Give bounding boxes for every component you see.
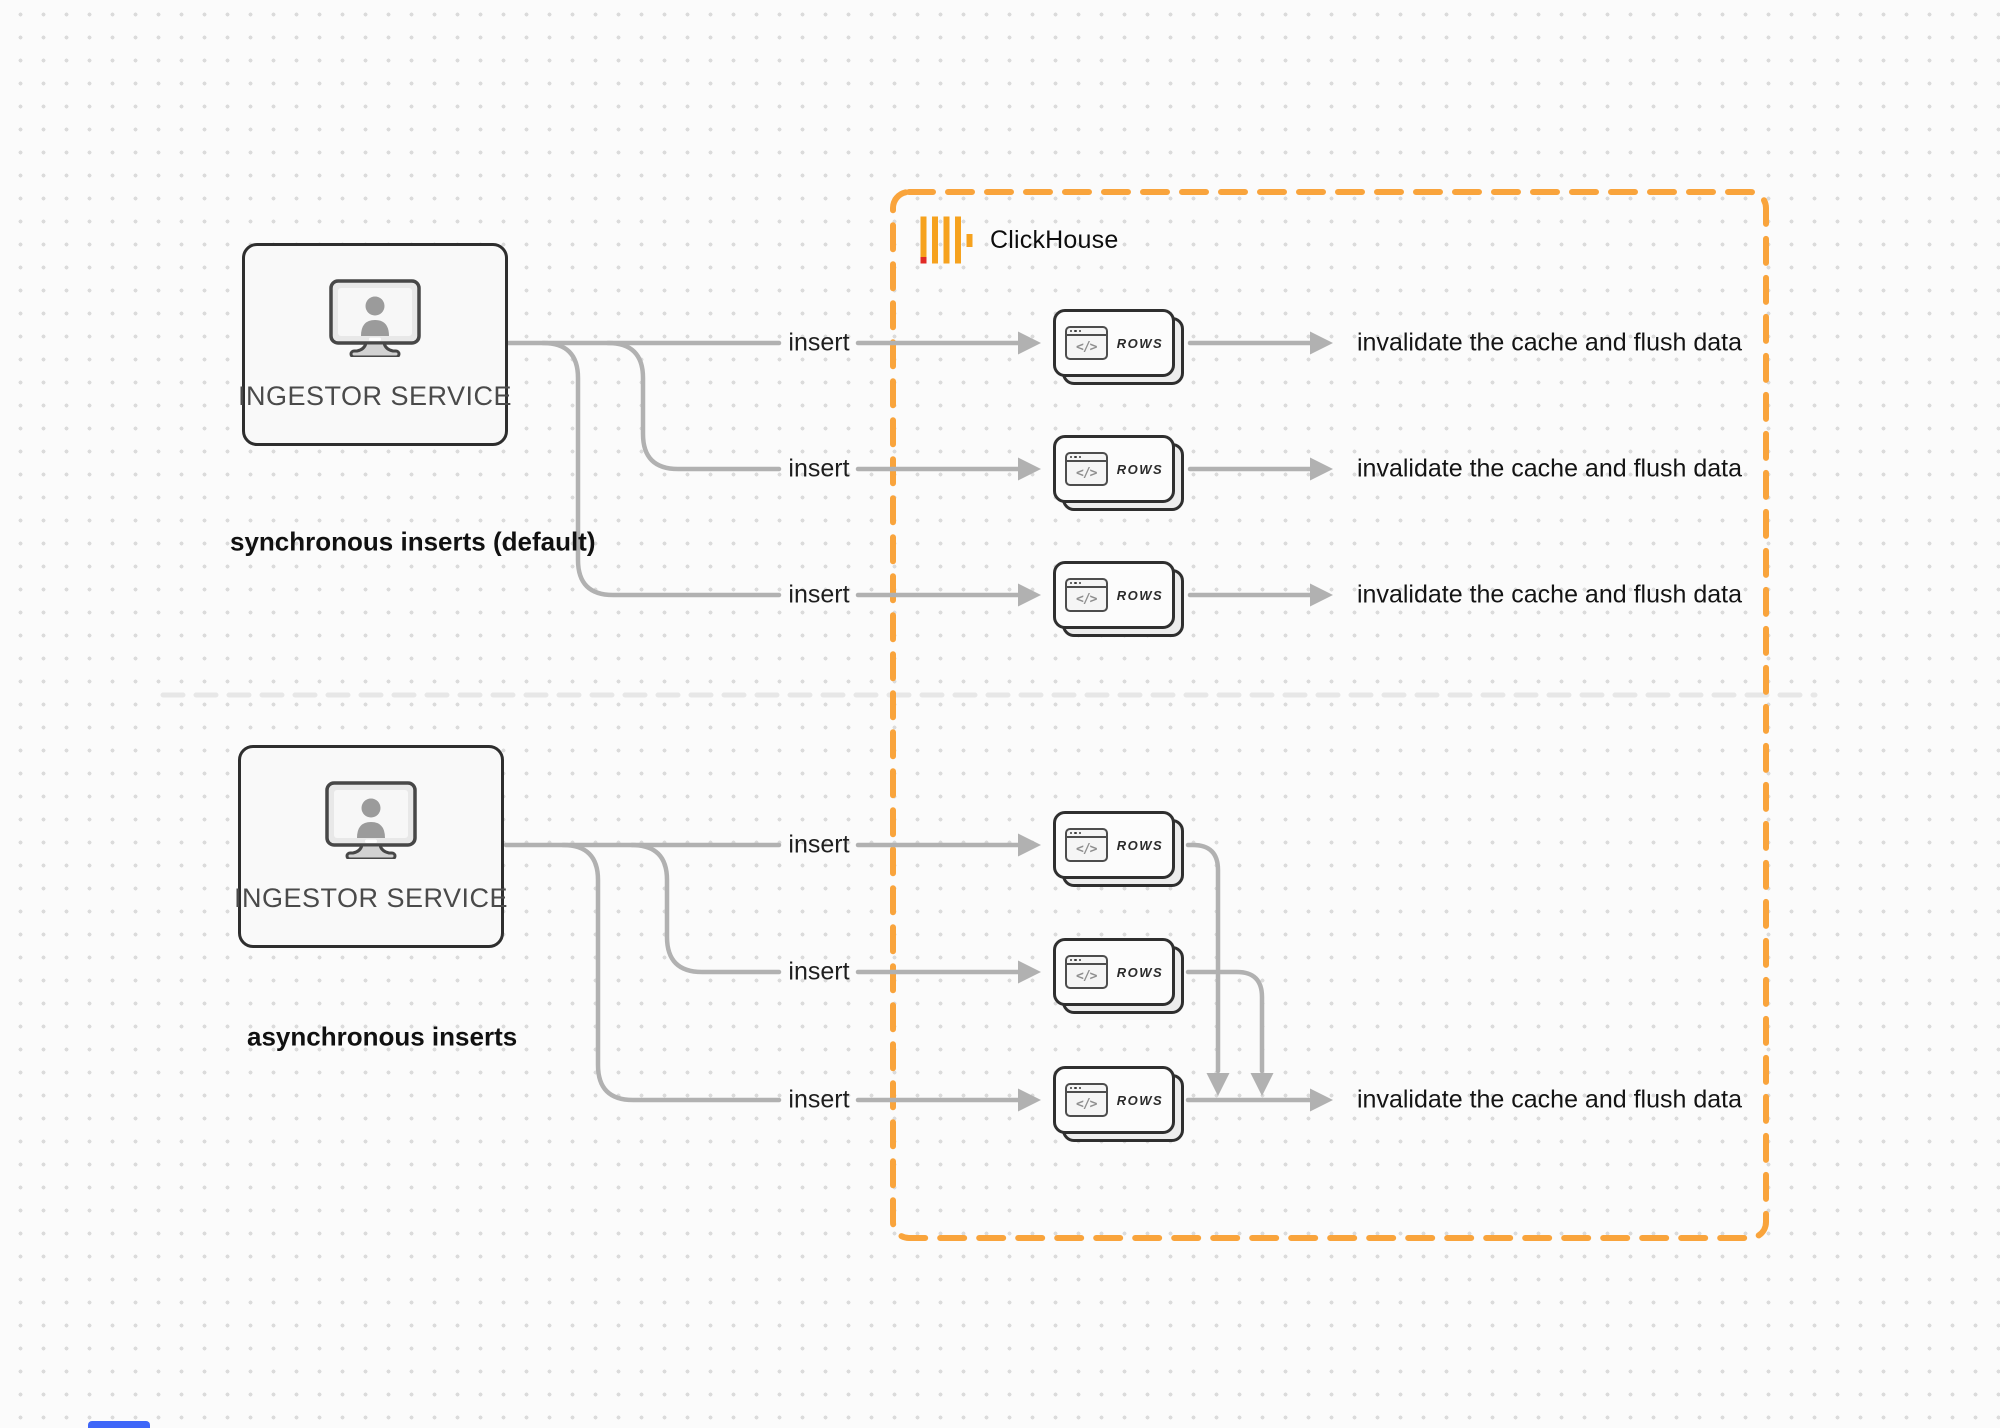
window-dots-icon (1066, 830, 1106, 838)
window-dots-icon (1066, 1085, 1106, 1093)
code-window-icon: </> (1064, 452, 1108, 486)
card-front: </> ROWS (1053, 435, 1175, 503)
code-glyph: </> (1076, 1096, 1097, 1112)
code-glyph: </> (1076, 591, 1097, 607)
service-label: INGESTOR SERVICE (233, 883, 509, 913)
rows-table-node: </> ROWS (1053, 435, 1184, 511)
clickhouse-logo-icon (920, 216, 973, 264)
async-connectors (503, 833, 1333, 1112)
rows-table-node: </> ROWS (1053, 811, 1184, 887)
sync-ingestor-service-node: INGESTOR SERVICE (238, 243, 512, 446)
result-label: invalidate the cache and flush data (1357, 580, 1742, 609)
rows-label: ROWS (1116, 837, 1164, 853)
code-window-icon: </> (1064, 578, 1108, 612)
code-window-icon: </> (1064, 955, 1108, 989)
insert-label: insert (788, 328, 850, 357)
rows-table-node: </> ROWS (1053, 309, 1184, 385)
code-window-icon: </> (1064, 326, 1108, 360)
rows-table-node: </> ROWS (1053, 938, 1184, 1014)
sync-branch-row2 (605, 340, 782, 472)
card-front: </> ROWS (1053, 938, 1175, 1006)
rows-label: ROWS (1116, 587, 1164, 603)
clickhouse-boundary-box (890, 189, 1769, 1241)
window-dots-icon (1066, 328, 1106, 336)
async-branch-row3 (560, 842, 782, 1103)
result-label: invalidate the cache and flush data (1357, 1085, 1742, 1114)
card-front: </> ROWS (1053, 561, 1175, 629)
rows-label: ROWS (1116, 461, 1164, 477)
rows-table-node: </> ROWS (1053, 1066, 1184, 1142)
arrowhead-right-icon (1018, 960, 1041, 984)
async-ingestor-service-node: INGESTOR SERVICE (234, 745, 508, 948)
code-window-icon: </> (1064, 828, 1108, 862)
monitor-user-icon (329, 279, 421, 357)
monitor-user-icon (325, 781, 417, 859)
rows-table-node: </> ROWS (1053, 561, 1184, 637)
rows-label: ROWS (1116, 964, 1164, 980)
insert-label: insert (788, 454, 850, 483)
card-front: </> ROWS (1053, 309, 1175, 377)
async-merge-line-row2 (1185, 969, 1265, 1074)
code-glyph: </> (1076, 841, 1097, 857)
sync-branch-row3 (540, 340, 782, 598)
arrowhead-right-icon (1018, 331, 1041, 355)
code-glyph: </> (1076, 465, 1097, 481)
arrowhead-right-icon (1310, 1088, 1333, 1112)
insert-label: insert (788, 1085, 850, 1114)
async-merge-line-row1 (1185, 842, 1221, 1074)
card-front: </> ROWS (1053, 1066, 1175, 1134)
arrowhead-right-icon (1310, 457, 1333, 481)
arrowhead-right-icon (1310, 331, 1333, 355)
clipped-blue-element[interactable] (88, 1421, 150, 1428)
arrowhead-right-icon (1018, 457, 1041, 481)
code-glyph: </> (1076, 339, 1097, 355)
arrowhead-right-icon (1310, 583, 1333, 607)
async-caption: asynchronous inserts (247, 1021, 518, 1052)
insert-label: insert (788, 957, 850, 986)
rows-label: ROWS (1116, 1092, 1164, 1108)
window-dots-icon (1066, 957, 1106, 965)
window-dots-icon (1066, 580, 1106, 588)
arrowhead-right-icon (1018, 1088, 1041, 1112)
async-branch-row2 (629, 842, 782, 975)
arrowhead-right-icon (1018, 833, 1041, 857)
clickhouse-brand: ClickHouse (920, 216, 1118, 264)
arrowhead-right-icon (1018, 583, 1041, 607)
arrowhead-down-icon (1206, 1073, 1230, 1096)
window-dots-icon (1066, 454, 1106, 462)
insert-label: insert (788, 830, 850, 859)
card-front: </> ROWS (1053, 811, 1175, 879)
clickhouse-brand-label: ClickHouse (990, 225, 1119, 254)
rows-label: ROWS (1116, 335, 1164, 351)
result-label: invalidate the cache and flush data (1357, 328, 1742, 357)
sync-caption: synchronous inserts (default) (230, 526, 596, 557)
arrowhead-down-icon (1250, 1073, 1274, 1096)
insert-label: insert (788, 580, 850, 609)
code-glyph: </> (1076, 968, 1097, 984)
code-window-icon: </> (1064, 1083, 1108, 1117)
result-label: invalidate the cache and flush data (1357, 454, 1742, 483)
sync-connectors (503, 331, 1333, 607)
service-label: INGESTOR SERVICE (237, 381, 513, 411)
